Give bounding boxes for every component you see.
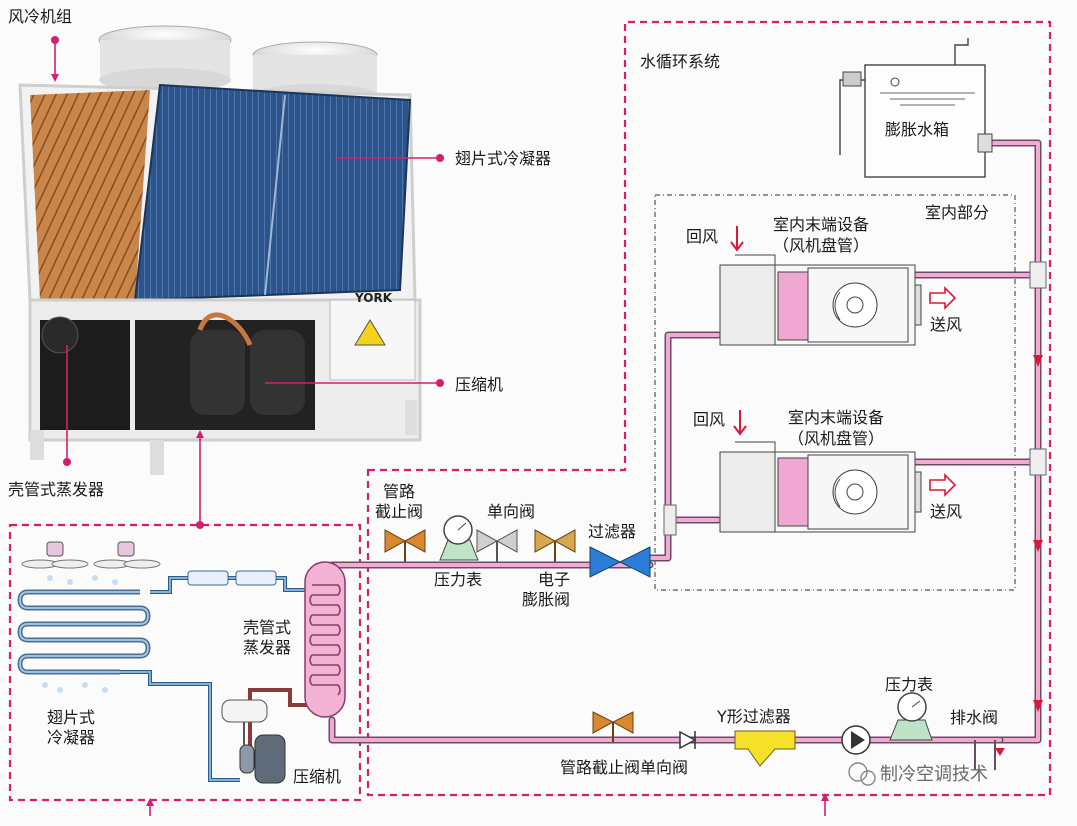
label-expansion-tank: 膨胀水箱 [885, 120, 949, 139]
water-circulation-boundary [366, 20, 1052, 797]
label-pipe-stop-valve-line2: 截止阀 [375, 502, 423, 521]
y-filter: Y形过滤器 [716, 707, 796, 767]
label-return-air-2: 回风 [693, 410, 725, 429]
expansion-tank: 膨胀水箱 [839, 38, 993, 178]
label-evaporator-line2: 蒸发器 [243, 638, 291, 657]
label-indoor-unit-1-line2: （风机盘管） [773, 236, 869, 255]
label-y-filter: Y形过滤器 [716, 707, 791, 726]
filter-blue: 过滤器 [588, 522, 651, 578]
label-fin-condenser-line2: 冷凝器 [47, 728, 95, 747]
label-bottom-valves: 管路截止阀单向阀 [560, 758, 688, 777]
pressure-gauge-top: 压力表 [434, 515, 482, 589]
indoor-fan-coil-unit-1: 室内末端设备 （风机盘管） 回风 送风 [686, 215, 962, 346]
pipe-stop-valve-bottom [592, 711, 634, 742]
label-indoor-part: 室内部分 [925, 203, 989, 222]
indoor-part-boundary [654, 194, 1016, 591]
boundary-arrows [146, 793, 829, 816]
pressure-gauge-bottom: 压力表 [885, 675, 933, 741]
label-electronic-exp-valve-line2: 膨胀阀 [522, 590, 570, 609]
callout-fin-condenser: 翅片式冷凝器 [335, 149, 551, 168]
label-evaporator-line1: 壳管式 [243, 618, 291, 637]
label-compressor-2: 压缩机 [293, 767, 341, 786]
label-check-valve: 单向阀 [487, 502, 535, 521]
supply-air-arrow-icon [929, 286, 957, 310]
label-return-air-1: 回风 [686, 227, 718, 246]
york-logo: YORK [354, 291, 393, 305]
label-electronic-exp-valve-line1: 电子 [538, 570, 570, 589]
label-compressor: 压缩机 [455, 375, 503, 394]
label-water-circulation: 水循环系统 [640, 52, 720, 71]
label-pressure-gauge-1: 压力表 [434, 570, 482, 589]
electronic-expansion-valve: 电子 膨胀阀 [522, 529, 576, 609]
label-air-cooled-unit: 风冷机组 [8, 7, 72, 26]
label-filter: 过滤器 [588, 522, 636, 541]
outdoor-refrigerant-boundary [8, 523, 362, 802]
watermark-text: 制冷空调技术 [880, 764, 988, 785]
compressor-icon [221, 699, 286, 784]
callout-air-cooled-unit: 风冷机组 [8, 7, 72, 82]
water-pump [841, 725, 871, 755]
condenser-fan-icon [21, 541, 161, 569]
return-air-arrow-icon [733, 410, 747, 436]
callout-compressor: 压缩机 [265, 375, 503, 394]
supply-air-arrow-icon [929, 473, 957, 497]
callout-photo-to-schematic [196, 430, 204, 529]
label-supply-air-1: 送风 [930, 315, 962, 334]
refrigerant-schematic [17, 541, 346, 784]
label-fin-condenser-line1: 翅片式 [47, 708, 95, 727]
pipe-stop-valve-top: 管路 截止阀 [375, 482, 426, 562]
label-shell-tube-evaporator: 壳管式蒸发器 [8, 480, 104, 499]
label-indoor-unit-1-line1: 室内末端设备 [773, 215, 869, 234]
label-indoor-unit-2-line1: 室内末端设备 [788, 408, 884, 427]
label-indoor-unit-2-line2: （风机盘管） [788, 429, 884, 448]
label-pipe-stop-valve-line1: 管路 [383, 482, 415, 501]
label-fin-condenser: 翅片式冷凝器 [455, 149, 551, 168]
check-valve-bottom: 管路截止阀单向阀 [560, 730, 697, 777]
return-air-arrow-icon [730, 226, 744, 252]
label-drain-valve: 排水阀 [950, 708, 998, 727]
callout-shell-tube-evaporator: 壳管式蒸发器 [8, 345, 104, 499]
label-supply-air-2: 送风 [930, 502, 962, 521]
watermark: 制冷空调技术 [848, 762, 988, 786]
indoor-fan-coil-unit-2: 室内末端设备 （风机盘管） 回风 送风 [693, 408, 962, 533]
air-cooled-unit-illustration: YORK [18, 25, 422, 475]
check-valve-top: 单向阀 [476, 502, 535, 562]
label-pressure-gauge-2: 压力表 [885, 675, 933, 694]
wechat-icon [848, 762, 868, 782]
